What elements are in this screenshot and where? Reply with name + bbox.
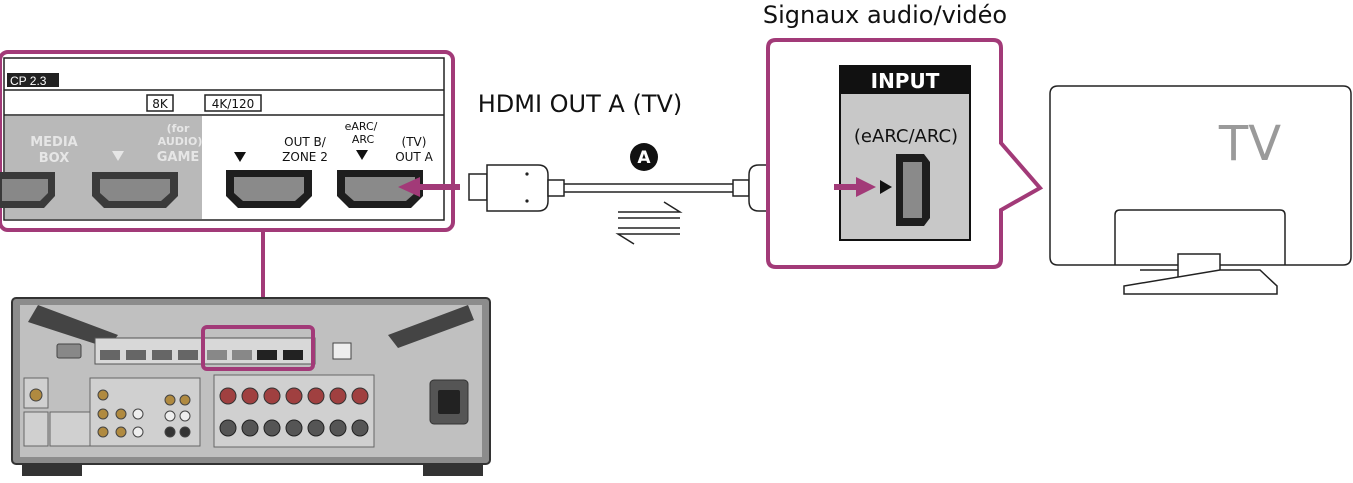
tv-out-label-2: OUT A xyxy=(395,150,433,164)
antenna-left xyxy=(28,305,118,348)
plug-in-arrow-icon xyxy=(856,177,876,197)
receiver-rear-panel-zoom: CP 2.3 8K 4K/120 MEDIA BOX (for AUDIO) G… xyxy=(0,50,460,232)
badge-8k: 8K xyxy=(152,97,169,111)
cable-marker-letter: A xyxy=(637,148,651,168)
badge-8k-box xyxy=(146,94,174,112)
tv-out-label-1: (TV) xyxy=(402,135,427,149)
diagram-title: Signaux audio/vidéo xyxy=(763,1,1007,29)
out-b-label-2: ZONE 2 xyxy=(282,150,328,164)
game-label-3: GAME xyxy=(157,150,200,165)
hdmi-out-label: HDMI OUT A (TV) xyxy=(478,90,683,118)
out-b-label-1: OUT B/ xyxy=(284,135,327,149)
antenna-right xyxy=(388,305,474,348)
tv: TV xyxy=(1049,85,1352,295)
input-header-bar xyxy=(840,66,970,94)
hdcp-label: CP 2.3 xyxy=(10,74,47,88)
game-label-2: AUDIO) xyxy=(158,135,203,148)
tv-label: TV xyxy=(1218,116,1281,172)
hdcp-label-box xyxy=(7,73,59,87)
hdmi-plug-left xyxy=(486,164,549,212)
input-header: INPUT xyxy=(871,69,940,93)
earc-label-1: eARC/ xyxy=(345,120,378,133)
badge-4k-box xyxy=(204,94,262,112)
game-label-1: (for xyxy=(167,122,190,135)
tv-stand-base xyxy=(1123,269,1278,295)
bidirectional-arrows-icon xyxy=(615,201,683,245)
down-arrow-icon xyxy=(112,151,124,161)
cable-marker xyxy=(630,143,658,171)
tv-screen xyxy=(1049,85,1352,266)
input-sub-label: (eARC/ARC) xyxy=(854,126,958,147)
tv-input-zoom: INPUT (eARC/ARC) xyxy=(766,38,1044,269)
media-box-label-2: BOX xyxy=(39,151,70,166)
badge-4k: 4K/120 xyxy=(212,97,254,111)
media-box-label-1: MEDIA xyxy=(30,135,78,150)
down-arrow-icon xyxy=(234,152,246,162)
earc-label-2: ARC xyxy=(352,133,375,146)
av-receiver xyxy=(11,297,491,476)
plug-in-arrow-icon xyxy=(398,177,420,197)
down-arrow-icon xyxy=(356,150,368,160)
highlight-hdmi-out xyxy=(201,325,315,371)
tv-stand-back xyxy=(1114,209,1286,265)
port-marker-icon xyxy=(880,180,892,194)
